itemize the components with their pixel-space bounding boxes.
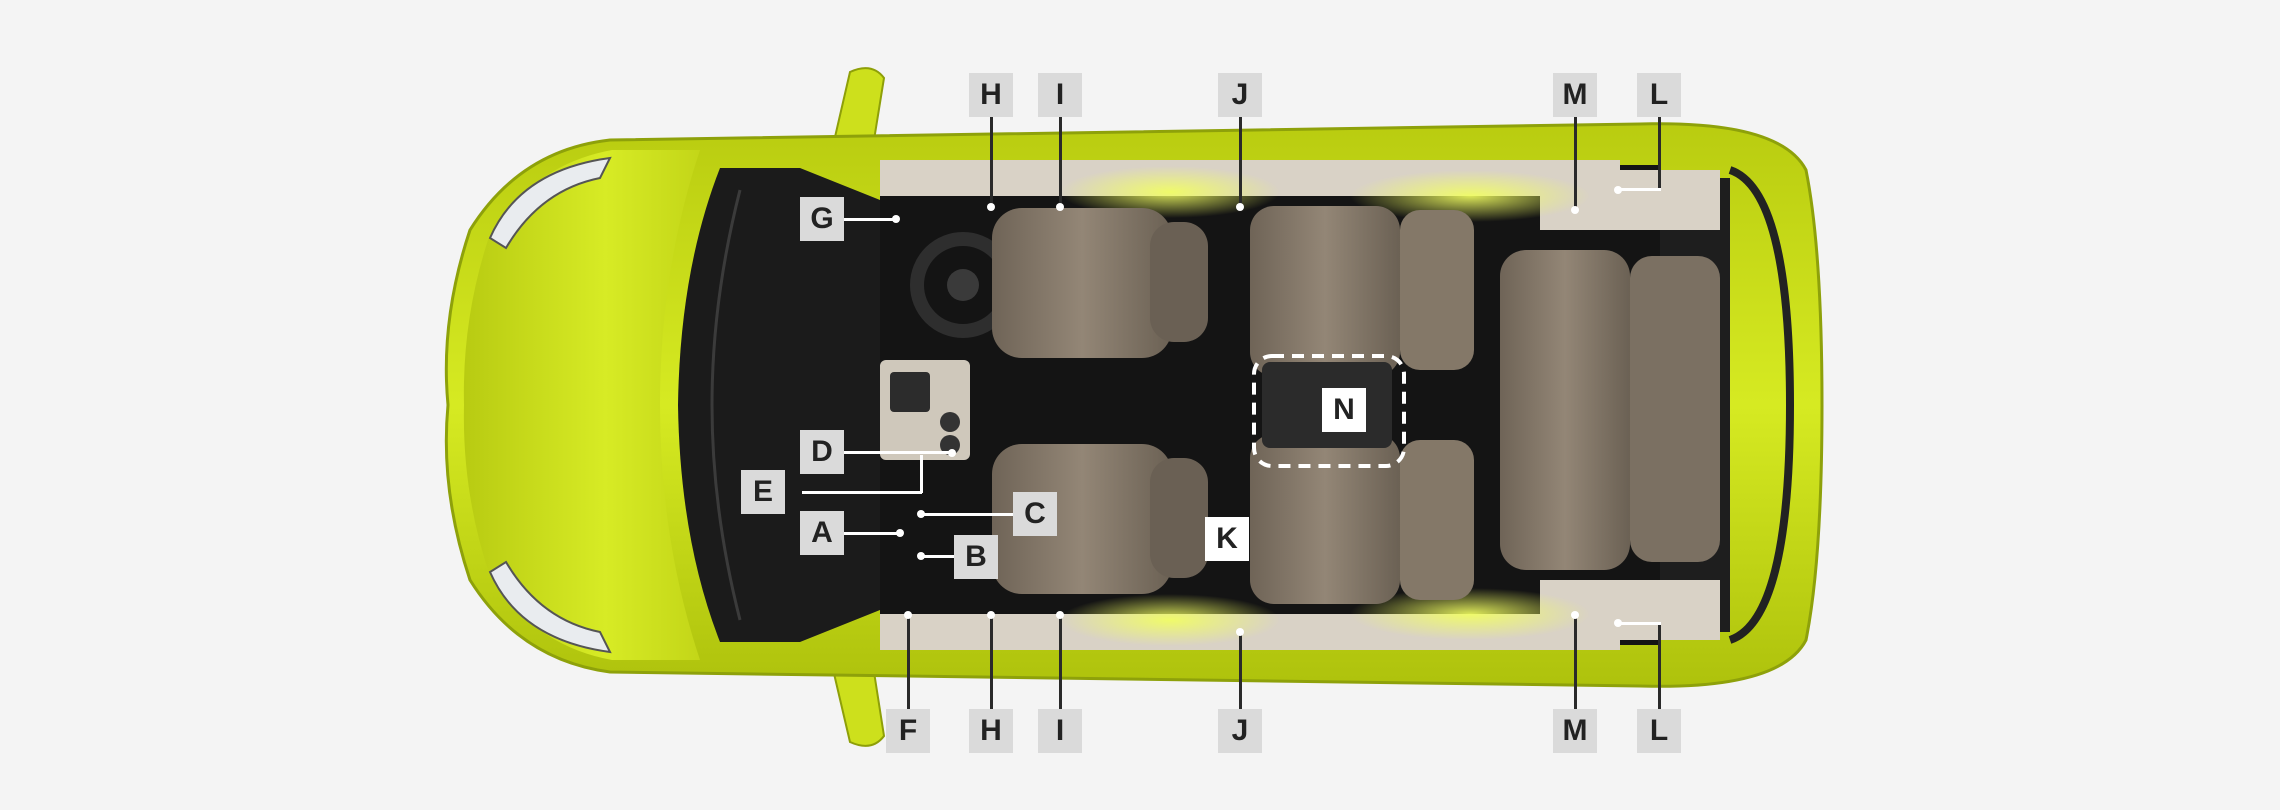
left-mirror [830,67,886,152]
leader-line-a [844,532,899,535]
label-h-bot: H [969,709,1013,753]
label-h-top: H [969,73,1013,117]
windshield [678,168,880,642]
point-a [896,529,904,537]
leader-line-d [844,451,951,454]
leader-line-h-top [990,117,993,207]
point-b [917,552,925,560]
label-l-bot: L [1637,709,1681,753]
label-g: G [800,197,844,241]
label-c: C [1013,492,1057,536]
leader-line-e [802,491,922,494]
point-m-top [1571,206,1579,214]
label-l-top: L [1637,73,1681,117]
n-callout-box [1252,354,1406,468]
leader-line-i-bot [1059,615,1062,709]
point-g [892,215,900,223]
point-j-bot [1236,628,1244,636]
label-i-bot: I [1038,709,1082,753]
leader-line-f [907,615,910,709]
leader-line-c [920,513,1015,516]
point-h-top [987,203,995,211]
leader-line-g [826,218,896,221]
point-l-bot [1614,619,1622,627]
third-row-seat [1500,250,1720,570]
point-c [917,510,925,518]
label-a: A [800,511,844,555]
label-j-bot: J [1218,709,1262,753]
label-b: B [954,535,998,579]
point-h-bot [987,611,995,619]
leader-line-m-top [1574,117,1577,207]
label-i-top: I [1038,73,1082,117]
label-m-top: M [1553,73,1597,117]
label-f: F [886,709,930,753]
headlight-left [488,156,612,250]
leader-line-b [920,555,956,558]
label-e: E [741,470,785,514]
leader-line-l-top-h [1618,188,1661,191]
leader-line-j-bot [1239,630,1242,709]
leader-line-l-top [1658,117,1661,189]
point-i-bot [1056,611,1064,619]
label-m-bot: M [1553,709,1597,753]
second-row-seat-right [1250,434,1474,604]
point-f [904,611,912,619]
headlight-right [488,560,612,654]
leader-line-l-bot-h [1618,622,1661,625]
leader-line-m-bot [1574,615,1577,709]
leader-line-e-vert [920,455,923,493]
label-d: D [800,430,844,474]
leader-line-i-top [1059,117,1062,207]
passenger-seat [992,444,1208,594]
point-l-top [1614,186,1622,194]
label-j-top: J [1218,73,1262,117]
leader-line-j-top [1239,117,1242,207]
point-i-top [1056,203,1064,211]
leader-line-h-bot [990,615,993,709]
driver-seat [992,208,1208,358]
right-mirror [830,663,886,747]
label-k: K [1205,517,1249,561]
leader-line-l-bot [1658,624,1661,709]
hood [463,150,700,660]
point-j-top [1236,203,1244,211]
label-n: N [1322,388,1366,432]
point-d [948,449,956,457]
second-row-seat-left [1250,206,1474,376]
point-m-bot [1571,611,1579,619]
